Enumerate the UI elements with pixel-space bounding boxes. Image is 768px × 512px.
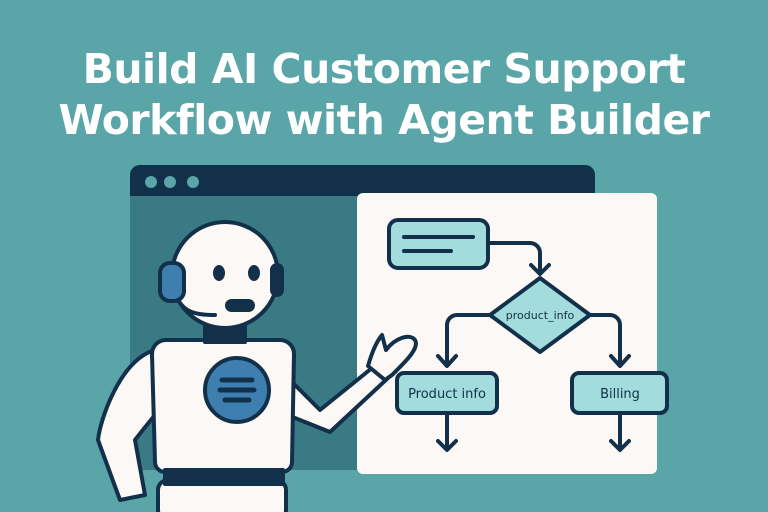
billing-label: Billing: [600, 387, 640, 402]
headset-icon: [158, 261, 186, 303]
start-node: [387, 218, 490, 270]
window-dot-icon: [145, 176, 157, 188]
title-line-2: Workflow with Agent Builder: [58, 96, 711, 144]
robot-hand: [366, 333, 418, 382]
decision-label: product_info: [506, 309, 575, 322]
flowchart: [387, 218, 669, 452]
product-info-label: Product info: [408, 387, 486, 402]
robot-illustration: [96, 220, 418, 512]
window-dot-icon: [187, 176, 199, 188]
title-line-1: Build AI Customer Support: [82, 45, 686, 93]
window-dot-icon: [164, 176, 176, 188]
decision-node: [488, 276, 592, 354]
